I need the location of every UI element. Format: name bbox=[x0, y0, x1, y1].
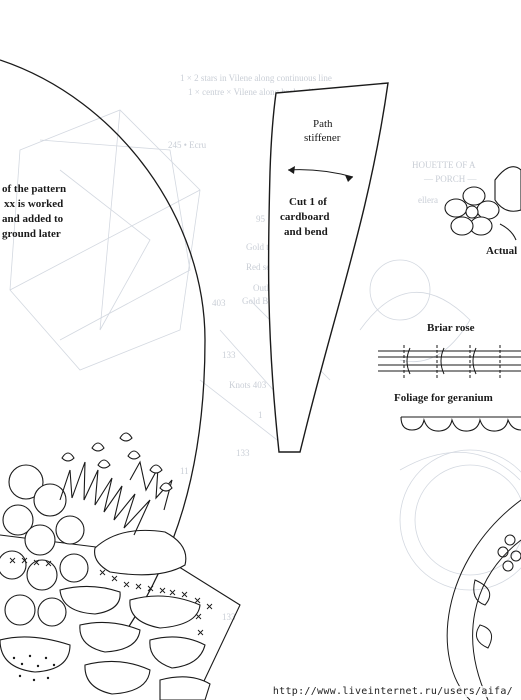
ghost-title-c: ellera bbox=[418, 195, 438, 205]
source-watermark: http://www.liveinternet.ru/users/aifa/ bbox=[270, 686, 515, 697]
faint-hexagon-pattern bbox=[9, 109, 521, 591]
stiffener-instruction-line-1: Cut 1 of bbox=[289, 196, 327, 208]
left-note-line-4: ground later bbox=[2, 228, 61, 240]
bend-arrow-head-right bbox=[345, 175, 353, 182]
left-note-line-3: and added to bbox=[2, 213, 64, 225]
ghost-text-11: 11 bbox=[180, 466, 189, 476]
left-note-line-1: of the pattern bbox=[2, 183, 67, 195]
garden-scene-illustration bbox=[0, 432, 241, 700]
ghost-text-top-1: 1 × 2 stars in Vilene along continuous l… bbox=[180, 73, 332, 83]
actual-size-label: Actual bbox=[486, 245, 518, 257]
ghost-text-gold: Gold thread bbox=[246, 242, 289, 252]
stiffener-title-line-2: stiffener bbox=[304, 132, 341, 144]
bend-arrow-head-left bbox=[288, 166, 295, 174]
foliage-scallop-diagram bbox=[400, 416, 521, 432]
ghost-text-133a: 133 bbox=[222, 350, 236, 360]
ghost-text-1: 1 bbox=[258, 410, 263, 420]
ghost-text-code: 245 • Ecru bbox=[168, 140, 207, 150]
wreath-illustration bbox=[446, 499, 521, 700]
ghost-text-403: 403 bbox=[212, 298, 226, 308]
ghost-text-knots: Knots 403 bbox=[229, 380, 267, 390]
briar-rose-label: Briar rose bbox=[427, 322, 475, 334]
briar-rose-stitch-diagram bbox=[378, 345, 521, 378]
stiffener-title-line-1: Path bbox=[313, 118, 333, 130]
ghost-text-133b: 133 bbox=[236, 448, 250, 458]
ghost-text-top-2: 1 × centre × Vilene along broken line bbox=[188, 87, 323, 97]
ghost-text-95: 95 bbox=[256, 214, 265, 224]
path-stiffener-shape bbox=[267, 82, 389, 453]
ghost-title-b: — PORCH — bbox=[424, 174, 477, 184]
foliage-geranium-label: Foliage for geranium bbox=[394, 392, 493, 404]
left-note-line-2: xx is worked bbox=[4, 198, 64, 210]
actual-flower-illustration bbox=[444, 166, 521, 241]
stiffener-instruction-line-2: cardboard bbox=[280, 211, 330, 223]
ghost-text-133c: 133 bbox=[222, 612, 236, 622]
ghost-title-a: HOUETTE OF A bbox=[412, 160, 476, 170]
stiffener-instruction-line-3: and bend bbox=[284, 226, 328, 238]
